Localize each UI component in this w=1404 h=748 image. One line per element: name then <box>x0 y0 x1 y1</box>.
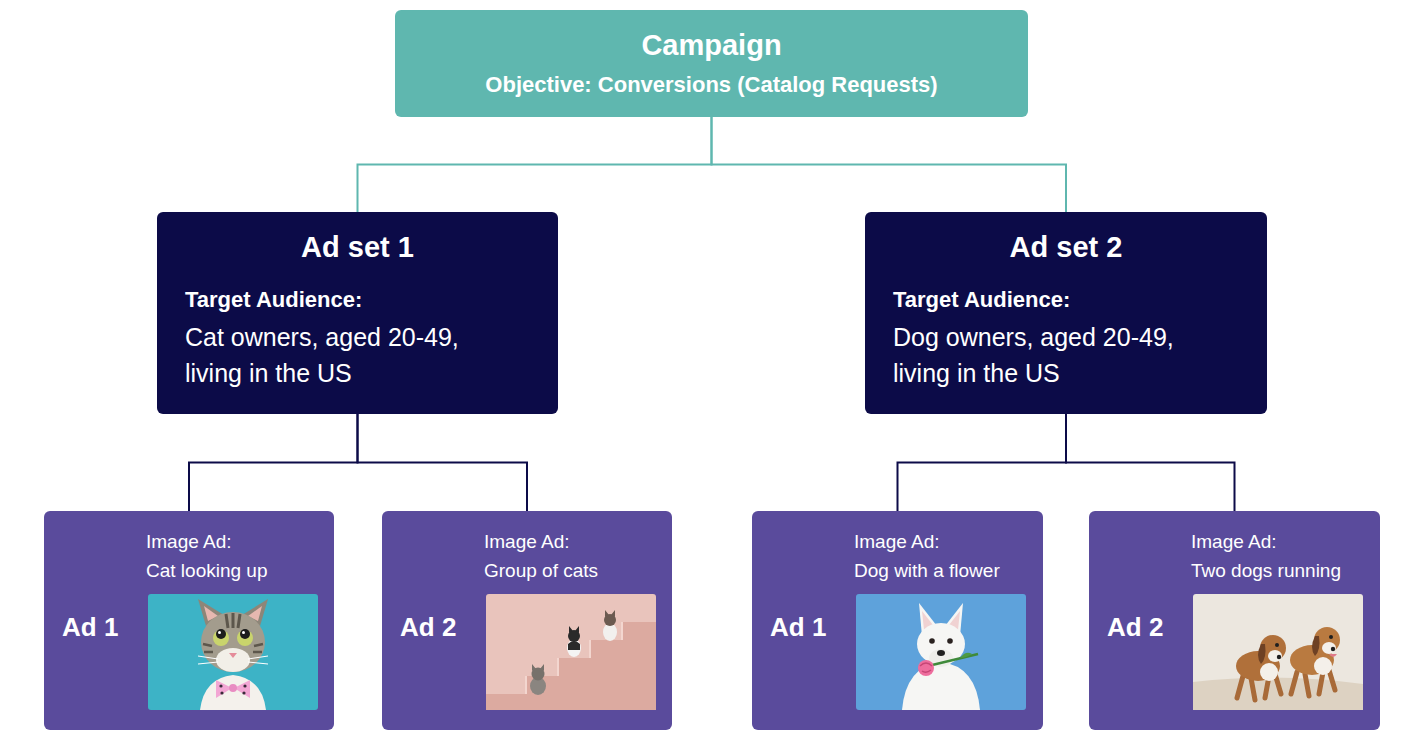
ad-type: Image Ad: <box>854 527 1000 556</box>
cat-photo <box>148 594 318 710</box>
text-group: CampaignObjective: Conversions (Catalog … <box>395 10 1028 112</box>
ad-box: Image Ad:Group of cats Ad 2 <box>382 511 672 730</box>
ad-set-box: Ad set 2 Target Audience: Dog owners, aged… <box>865 212 1267 414</box>
ad-description: Group of cats <box>484 556 598 585</box>
text-group: Ad 2 <box>1107 610 1163 644</box>
ad-number: Ad 1 <box>62 610 118 644</box>
ad-number: Ad 2 <box>400 610 456 644</box>
connector-line <box>1066 414 1235 511</box>
audience-heading: Target Audience: <box>893 285 1239 315</box>
connector-line <box>712 117 1067 212</box>
text-group: Ad set 1 Target Audience: Cat owners, aged… <box>157 212 558 407</box>
ad-number: Ad 1 <box>770 610 826 644</box>
ad-box: Image Ad:Cat looking up Ad 1 <box>44 511 334 730</box>
dogs-photo <box>1193 594 1363 710</box>
ad-description: Two dogs running <box>1191 556 1341 585</box>
ad-set-box: Ad set 1 Target Audience: Cat owners, aged… <box>157 212 558 414</box>
ad-description: Dog with a flower <box>854 556 1000 585</box>
audience-text: Dog owners, aged 20-49, living in the US <box>893 319 1193 391</box>
ad-type: Image Ad: <box>146 527 267 556</box>
text-group: Ad 2 <box>400 610 456 644</box>
campaign-objective: Objective: Conversions (Catalog Requests… <box>485 70 937 100</box>
connector-line <box>358 117 712 212</box>
ad-number: Ad 2 <box>1107 610 1163 644</box>
ad-box: Image Ad:Two dogs running Ad 2 <box>1089 511 1380 730</box>
ad-description: Cat looking up <box>146 556 267 585</box>
text-group: Ad 1 <box>62 610 118 644</box>
text-group: Ad set 2 Target Audience: Dog owners, aged… <box>865 212 1267 407</box>
audience-text: Cat owners, aged 20-49, living in the US <box>185 319 485 391</box>
connector-line <box>189 414 358 511</box>
ad-box: Image Ad:Dog with a flower Ad 1 <box>752 511 1043 730</box>
ad-set-title: Ad set 1 <box>185 230 530 264</box>
campaign-box: CampaignObjective: Conversions (Catalog … <box>395 10 1028 117</box>
text-group: Image Ad:Dog with a flower <box>854 527 1000 585</box>
ad-type: Image Ad: <box>1191 527 1341 556</box>
audience-heading: Target Audience: <box>185 285 530 315</box>
cats-photo <box>486 594 656 710</box>
text-group: Image Ad:Two dogs running <box>1191 527 1341 585</box>
dog-photo <box>856 594 1026 710</box>
connector-line <box>358 414 528 511</box>
text-group: Image Ad:Cat looking up <box>146 527 267 585</box>
connector-line <box>898 414 1067 511</box>
ad-set-title: Ad set 2 <box>893 230 1239 264</box>
campaign-title: Campaign <box>641 27 781 63</box>
text-group: Image Ad:Group of cats <box>484 527 598 585</box>
text-group: Ad 1 <box>770 610 826 644</box>
ad-type: Image Ad: <box>484 527 598 556</box>
